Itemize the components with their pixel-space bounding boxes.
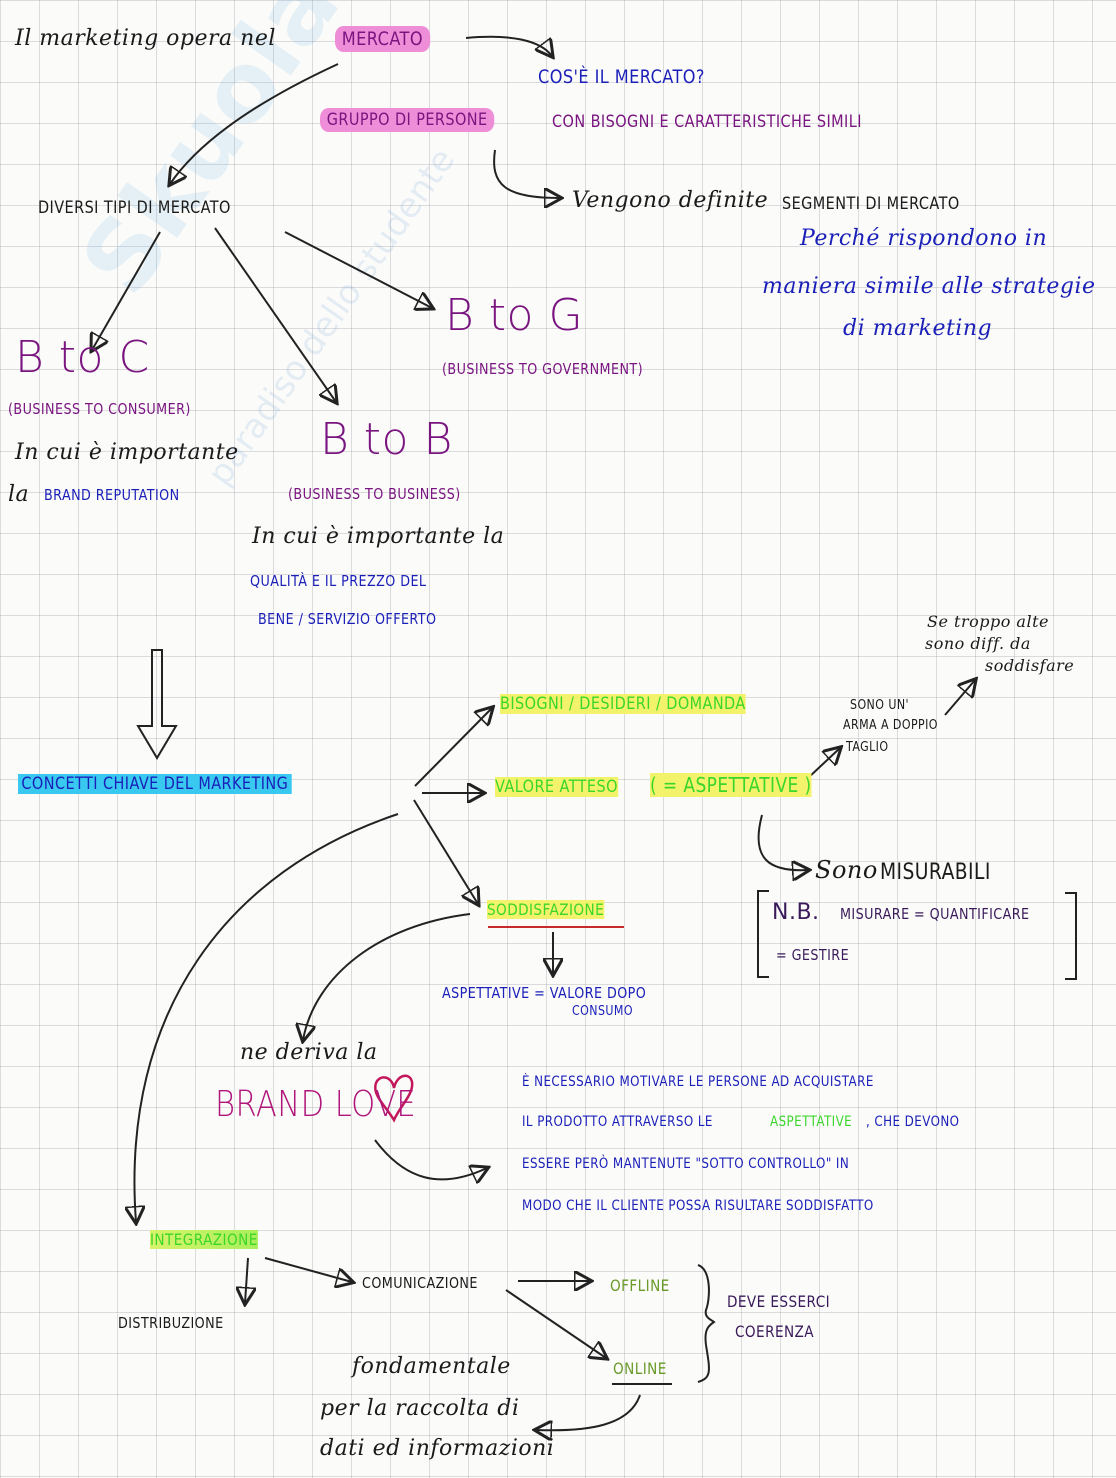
arrow-integrazione-comunicazione [264, 1257, 352, 1282]
arma-line-1: Sono un' [850, 698, 909, 713]
nb-bracket-right [1065, 892, 1077, 980]
btob-note-3: Bene / Servizio offerto [258, 610, 437, 628]
arrow-tipi-btoc [92, 231, 161, 350]
segmenti-text: Segmenti di mercato [782, 194, 960, 214]
arrow-mercato-tipi [170, 63, 339, 184]
arrow-brandlove-paragraph [374, 1139, 487, 1179]
brand-reputation: Brand Reputation [44, 486, 180, 504]
gruppo-rest: con bisogni e caratteristiche simili [552, 112, 862, 132]
arrow-arma-troppo [944, 680, 975, 716]
arma-line-2: arma a doppio [843, 718, 938, 733]
troppo-line-3: soddisfare [985, 656, 1075, 675]
btob-note-1: In cui è importante la [252, 524, 505, 549]
arma-line-3: taglio [846, 740, 889, 755]
brand-love-text: Brand Love [215, 1084, 417, 1125]
misurare-text: Misurare = quantificare [840, 905, 1030, 923]
paragraph-line-4: modo che il cliente possa risultare sodd… [522, 1198, 874, 1214]
valore-text: Valore atteso [495, 777, 618, 797]
arrow-concetti-soddisfazione [413, 799, 478, 904]
consumo-text: consumo [572, 1004, 633, 1019]
fondamentale-line-1: fondamentale [352, 1354, 511, 1379]
heart-icon [374, 1074, 414, 1123]
brace-offline-online [697, 1264, 716, 1383]
misurabili-text: misurabili [880, 860, 991, 885]
perche-line-3: di marketing [843, 316, 993, 341]
btob-label: B to B [320, 414, 453, 465]
nb-bracket-left [757, 890, 769, 978]
arrow-tipi-btob [214, 227, 336, 402]
btoc-full: (Business to Consumer) [8, 400, 191, 418]
misurabili-prefix: Sono [815, 856, 878, 884]
btob-note-2: Qualità e il prezzo del [250, 572, 427, 590]
arrow-tipi-btog [284, 231, 432, 308]
perche-line-2: maniera simile alle strategie [762, 274, 1096, 299]
fondamentale-line-2: per la raccolta di [320, 1396, 520, 1421]
tipi-title: Diversi tipi di mercato [38, 198, 231, 218]
paragraph-line-2b: , che devono [866, 1114, 960, 1130]
arrow-comunicazione-online [505, 1289, 606, 1358]
paragraph-aspettative: aspettative [770, 1114, 853, 1130]
arrow-soddisfazione-brandlove [303, 913, 471, 1040]
paragraph-line-2: il prodotto attraverso le [522, 1114, 713, 1130]
paragraph-line-1: È necessario motivare le persone ad acqu… [522, 1074, 874, 1090]
bisogni-text: Bisogni / Desideri / Domanda [500, 694, 746, 714]
btoc-note-prefix: la [8, 482, 30, 507]
fondamentale-line-3: dati ed informazioni [320, 1436, 555, 1461]
btog-label: B to G [445, 290, 584, 341]
offline-text: Offline [610, 1276, 670, 1295]
deriva-text: ne deriva la [240, 1040, 378, 1065]
nb-label: N.B. [772, 900, 820, 925]
arrow-mercato-question [465, 35, 552, 56]
troppo-line-2: sono diff. da [925, 634, 1031, 653]
gruppo-highlight: Gruppo di persone [320, 108, 495, 132]
btoc-label: B to C [15, 332, 150, 383]
paragraph-line-3: essere però mantenute "sotto controllo" … [522, 1156, 850, 1172]
btog-full: (Business to Government) [442, 360, 644, 378]
concetti-title: Concetti chiave del marketing [18, 774, 292, 794]
arrow-gruppo-vengono [493, 149, 560, 198]
btob-full: (Business to Business) [288, 485, 461, 503]
perche-line-1: Perché rispondono in [800, 226, 1048, 251]
gestire-text: = gestire [776, 946, 850, 964]
troppo-line-1: Se troppo alte [927, 612, 1049, 631]
arrow-concetti-bisogni [414, 708, 492, 787]
arrow-concetti-integrazione [134, 813, 399, 1222]
btoc-note-1: In cui è importante [15, 440, 239, 465]
intro-text: Il marketing opera nel [15, 26, 276, 51]
coerenza-line-1: Deve esserci [727, 1292, 831, 1311]
comunicazione-text: Comunicazione [362, 1274, 478, 1292]
aspettative-text: ( = Aspettative ) [650, 773, 812, 797]
arrow-online-fondamentale [536, 1394, 641, 1430]
hollow-down-arrow [136, 649, 178, 760]
question-text: Cos'è il mercato? [538, 66, 705, 88]
online-text: Online [613, 1359, 667, 1378]
arrow-valore-misurabili [757, 814, 808, 870]
aspettative-eq: Aspettative = valore dopo [442, 984, 647, 1002]
arrow-valore-arma [807, 748, 840, 779]
coerenza-line-2: coerenza [735, 1322, 815, 1341]
mercato-highlight: MERCATO [335, 26, 430, 52]
soddisfazione-text: Soddisfazione [487, 900, 605, 919]
vengono-text: Vengono definite [572, 188, 769, 213]
arrow-integrazione-distribuzione [245, 1257, 248, 1303]
integrazione-text: Integrazione [150, 1230, 258, 1249]
distribuzione-text: Distribuzione [118, 1314, 224, 1332]
